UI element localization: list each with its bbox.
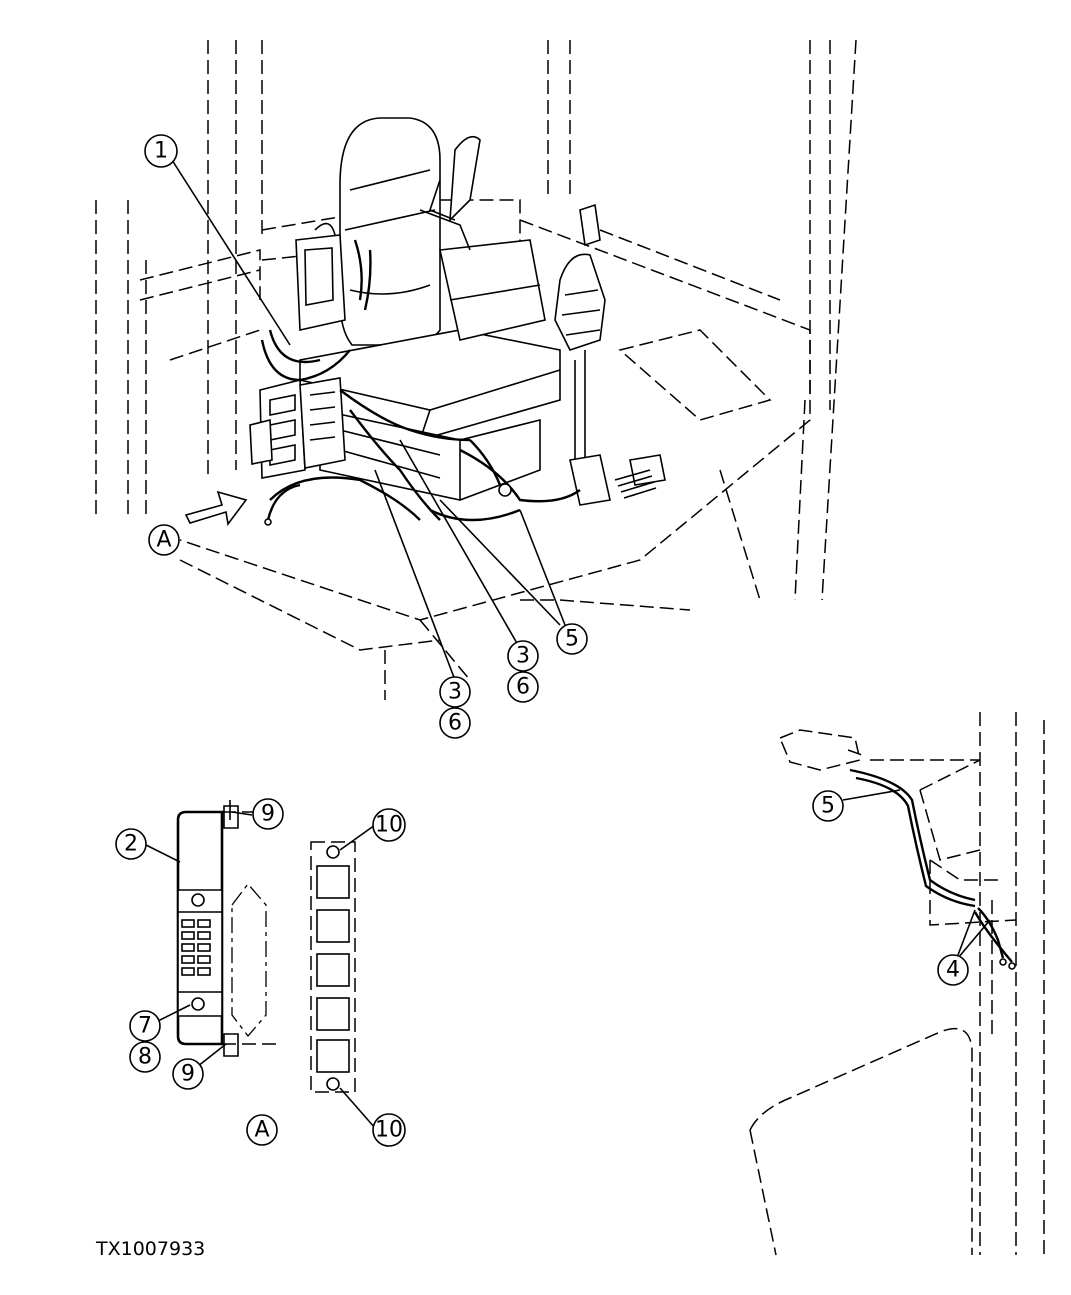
callout-10a: 10 xyxy=(372,808,406,842)
svg-text:9: 9 xyxy=(261,802,275,827)
callout-8: 8 xyxy=(129,1041,161,1073)
svg-text:9: 9 xyxy=(181,1062,195,1087)
figure-id: TX1007933 xyxy=(95,1238,205,1260)
leader-lines xyxy=(171,159,566,681)
svg-text:10: 10 xyxy=(375,1118,403,1143)
callout-5a: 5 xyxy=(556,623,588,655)
svg-text:10: 10 xyxy=(375,813,403,838)
svg-text:1: 1 xyxy=(154,139,168,164)
callout-6b: 6 xyxy=(507,671,539,703)
svg-text:8: 8 xyxy=(138,1045,152,1070)
callout-6a: 6 xyxy=(439,707,471,739)
callout-view-a-label: A xyxy=(246,1114,278,1146)
callout-10b: 10 xyxy=(372,1113,406,1147)
callout-2: 2 xyxy=(115,828,147,860)
callout-3a: 3 xyxy=(439,676,471,708)
callout-view-a-marker: A xyxy=(148,524,180,556)
svg-text:3: 3 xyxy=(516,644,530,669)
callout-7: 7 xyxy=(129,1010,161,1042)
callout-3b: 3 xyxy=(507,640,539,672)
svg-text:3: 3 xyxy=(448,680,462,705)
svg-text:7: 7 xyxy=(138,1014,152,1039)
relay-slots xyxy=(181,919,211,976)
view-a-arrow xyxy=(184,490,248,526)
svg-text:A: A xyxy=(254,1118,269,1143)
harness-wires xyxy=(260,239,581,526)
svg-text:2: 2 xyxy=(124,832,138,857)
svg-text:5: 5 xyxy=(821,794,835,819)
svg-text:5: 5 xyxy=(565,627,579,652)
joystick-controls xyxy=(419,135,666,506)
callout-1: 1 xyxy=(144,134,178,168)
fuse-holder-strip xyxy=(310,841,356,1093)
callout-5b: 5 xyxy=(812,790,844,822)
callout-9b: 9 xyxy=(172,1058,204,1090)
svg-text:6: 6 xyxy=(516,675,530,700)
bracket-assembly xyxy=(176,800,282,1057)
svg-text:6: 6 xyxy=(448,711,462,736)
callout-9a: 9 xyxy=(252,798,284,830)
cab-corner-detail xyxy=(749,712,1045,1256)
callout-4: 4 xyxy=(937,954,969,986)
operator-seat xyxy=(295,117,561,501)
svg-text:A: A xyxy=(156,528,171,553)
svg-text:4: 4 xyxy=(946,958,960,983)
fuse-relay-block xyxy=(249,377,346,479)
